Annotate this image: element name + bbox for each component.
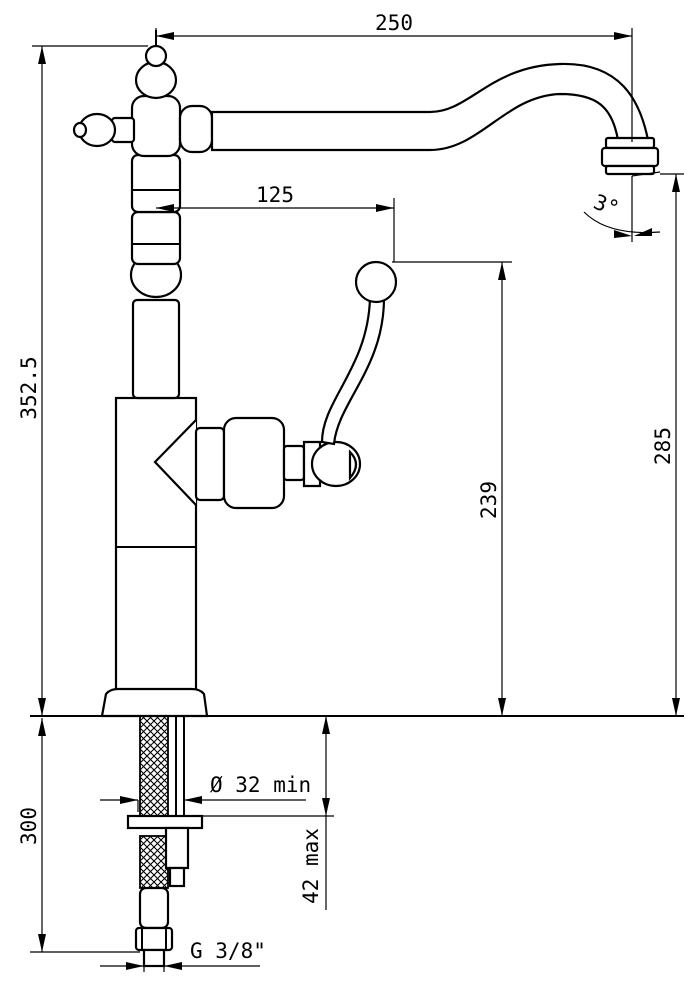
- lever-offset-label: 125: [256, 183, 294, 207]
- dimension-deck-thickness: 42 max: [202, 716, 334, 910]
- dimension-spout-angle: 3°: [583, 171, 661, 242]
- spout-height-label: 285: [651, 427, 675, 465]
- dimension-lever-offset: 125: [156, 183, 395, 262]
- faucet-body: [100, 396, 209, 718]
- deck-thickness-label: 42 max: [299, 828, 323, 904]
- side-knob: [72, 112, 136, 148]
- dimension-hole-diameter: Ø 32 min: [100, 773, 311, 812]
- spout: [178, 62, 660, 176]
- spout-angle-label: 3°: [590, 190, 622, 221]
- hose-length-label: 300: [17, 807, 41, 845]
- dimension-hose-length: 300: [17, 718, 140, 953]
- spout-reach-label: 250: [375, 11, 413, 35]
- faucet-column: [129, 30, 183, 400]
- total-height-label: 352.5: [17, 356, 41, 419]
- dimension-connection-thread: G 3/8": [100, 939, 266, 972]
- lever-handle: [194, 260, 398, 510]
- connection-thread-label: G 3/8": [190, 939, 266, 963]
- dimension-total-height: 352.5: [17, 45, 148, 716]
- hole-diameter-label: Ø 32 min: [210, 773, 311, 797]
- dimension-spout-height: 285: [651, 173, 684, 716]
- hoses-and-mounting: [126, 715, 204, 968]
- dimension-lever-height: 239: [392, 261, 512, 716]
- dimension-spout-reach: 250: [155, 11, 633, 142]
- lever-height-label: 239: [477, 481, 501, 519]
